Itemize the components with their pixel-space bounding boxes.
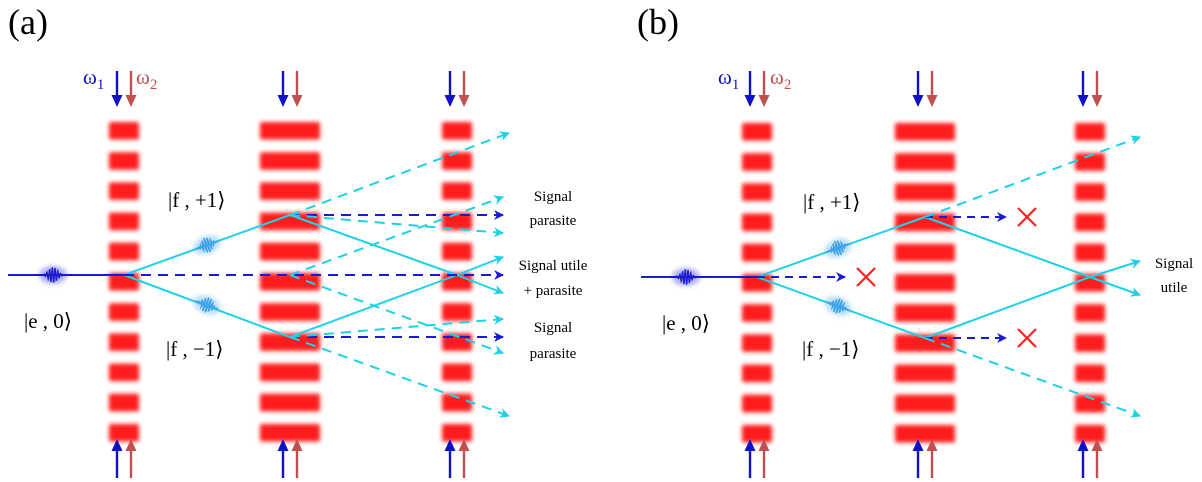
omega-labels: ω1 ω2 [83,65,157,93]
wave-packets [672,238,852,316]
signal-label: parasite [530,346,577,362]
laser-arrow-icon [125,439,137,478]
parasitic-path [289,336,510,418]
blocked-cross-icon [856,267,876,287]
state-f-minus1-label: |f , −1⟩ [166,337,223,361]
state-f-plus1-label: |f , +1⟩ [803,190,860,214]
signal-annotations: Signal parasite Signal utile + parasite … [519,189,588,362]
parasitic-path [289,314,504,338]
laser-arrow-icon [1091,71,1103,107]
omega2-label: ω2 [770,65,791,93]
laser-arrow-icon [444,71,456,107]
parasitic-path [289,214,504,238]
laser-beam [895,123,955,443]
parasitic-path [289,131,510,216]
atom-paths [641,135,1141,418]
state-f-plus1-label: |f , +1⟩ [168,188,225,212]
signal-annotations: Signal utile [1155,256,1193,296]
laser-arrow-icon [111,71,123,107]
laser-arrow-icon [111,439,123,478]
blocked-crosses [856,207,1037,348]
wave-packets [39,235,221,315]
state-labels: |e , 0⟩ |f , +1⟩ |f , −1⟩ [662,190,860,361]
laser-arrow-icon [744,71,756,107]
laser-arrow-icon [277,439,289,478]
omega1-label: ω1 [83,65,104,93]
parasitic-path [289,195,504,276]
signal-label: Signal [1155,256,1193,272]
laser-beam [742,123,772,443]
signal-label: Signal utile [519,258,588,274]
laser-arrow-icon [125,71,137,107]
laser-arrow-icon [1077,439,1089,478]
omega2-label: ω2 [136,65,157,93]
parasitic-path [289,274,504,355]
laser-arrows [744,71,1103,478]
signal-label: + parasite [524,283,583,299]
laser-arrow-icon [291,439,303,478]
atomic-wave-packet-icon [672,268,700,286]
panel-a-label: (a) [8,2,48,42]
panel-b-label: (b) [637,2,679,42]
laser-arrow-icon [444,439,456,478]
panel-b: (b) ω1 ω2 [637,2,1193,478]
laser-arrows [111,71,470,478]
signal-label: Signal [534,320,572,336]
output-path [456,255,504,276]
signal-label: Signal [534,189,572,205]
omega-labels: ω1 ω2 [718,65,791,93]
output-path [1089,258,1141,278]
laser-arrow-icon [758,71,770,107]
output-path [456,274,504,295]
laser-arrow-icon [926,71,938,107]
laser-arrow-icon [912,71,924,107]
state-e0-label: |e , 0⟩ [24,309,72,333]
state-f-minus1-label: |f , −1⟩ [802,337,859,361]
laser-arrow-icon [744,439,756,478]
atomic-wave-packet-icon [193,295,221,315]
laser-beams [109,122,472,442]
signal-label: parasite [530,213,577,229]
blocked-cross-icon [1017,207,1037,227]
signal-label: utile [1161,280,1188,296]
laser-arrow-icon [758,439,770,478]
atomic-wave-packet-icon [193,235,221,255]
state-labels: |e , 0⟩ |f , +1⟩ |f , −1⟩ [24,188,225,361]
laser-arrow-icon [277,71,289,107]
atomic-wave-packet-icon [824,296,852,316]
omega1-label: ω1 [718,65,739,93]
parasitic-path [924,135,1141,218]
parasitic-path [924,337,1141,418]
output-path [1089,276,1141,297]
laser-arrow-icon [1077,71,1089,107]
atomic-wave-packet-icon [39,266,67,284]
laser-arrow-icon [458,71,470,107]
atomic-wave-packet-icon [824,238,852,258]
state-e0-label: |e , 0⟩ [662,311,710,335]
laser-beams [742,123,1105,443]
laser-arrow-icon [458,439,470,478]
laser-beam [1075,123,1105,443]
blocked-cross-icon [1017,328,1037,348]
laser-arrow-icon [1091,439,1103,478]
laser-arrow-icon [926,439,938,478]
panel-a: (a) ω1 ω2 |e , 0⟩ |f , +1⟩ [8,2,588,478]
laser-beam [442,122,472,442]
atom-paths [8,131,510,418]
laser-beam [260,122,320,442]
laser-arrow-icon [291,71,303,107]
laser-arrow-icon [912,439,924,478]
laser-beam [109,122,139,442]
